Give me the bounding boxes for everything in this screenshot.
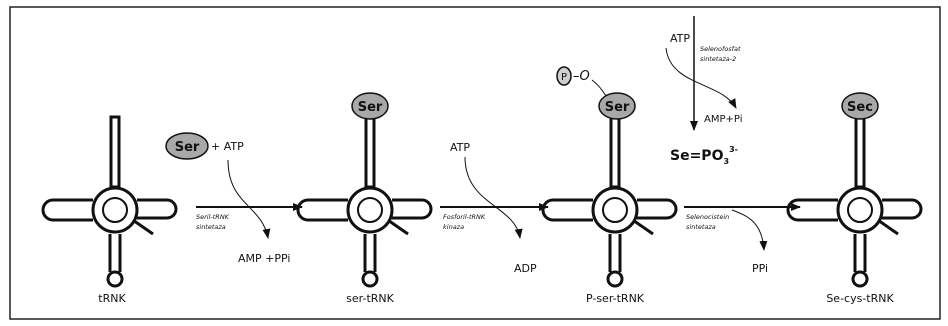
label-sec-trna: Se-cys-tRNK [826, 292, 894, 305]
ser-cap-2-label: Ser [358, 100, 383, 115]
step3-selenophosphate: Se=PO33- [670, 145, 738, 166]
step3-curve-arrow [731, 209, 768, 251]
ser-reactant [165, 132, 209, 160]
phospho-label: P [561, 72, 567, 83]
step3-enzyme-line2: sintetaza [686, 223, 716, 231]
step3-enzyme-top-line2: sintetaza-2 [700, 55, 736, 63]
step1-product: AMP +PPi [238, 252, 290, 265]
step1-reactant-rest: + ATP [211, 140, 244, 153]
step3-byproduct-top: AMP+Pi [704, 114, 742, 125]
label-ser-trna: ser-tRNK [346, 292, 394, 305]
phospho-bond [591, 79, 607, 97]
trna-structure-1 [41, 115, 178, 288]
sec-cap-4 [841, 92, 879, 120]
ser-cap-3 [598, 92, 636, 120]
sec-cap-4-label: Sec [847, 100, 873, 115]
step3-reactant: ATP [670, 32, 690, 45]
step1-curve-arrow [227, 159, 271, 239]
step3-product: PPi [752, 262, 768, 275]
step2-curve-arrow [464, 156, 523, 239]
step3-enzyme-line1: Selenocistein [686, 213, 729, 221]
step1-enzyme-line1: Seril-tRNK [196, 213, 230, 221]
step2-reactant: ATP [450, 141, 470, 154]
ser-cap-3-label: Ser [605, 100, 630, 115]
phospho-circle [556, 66, 572, 86]
figure-frame [9, 6, 941, 320]
trna-structure-4 [786, 115, 923, 288]
step2-enzyme-line2: kinaza [443, 223, 464, 231]
label-trna: tRNK [98, 292, 126, 305]
ser-cap-2 [351, 92, 389, 120]
step2-enzyme-line1: Fosforil-tRNK [443, 213, 486, 221]
trna-structure-3 [541, 115, 678, 288]
label-p-ser-trna: P-ser-tRNK [586, 292, 645, 305]
trna-structure-2 [296, 115, 433, 288]
step3-top-curve-arrow [665, 47, 737, 109]
phospho-link: –O [573, 69, 590, 84]
step2-product: ADP [514, 262, 537, 275]
step1-enzyme-line2: sintetaza [196, 223, 226, 231]
step3-enzyme-top-line1: Selenofosfat [700, 45, 741, 53]
ser-reactant-label: Ser [175, 140, 200, 155]
